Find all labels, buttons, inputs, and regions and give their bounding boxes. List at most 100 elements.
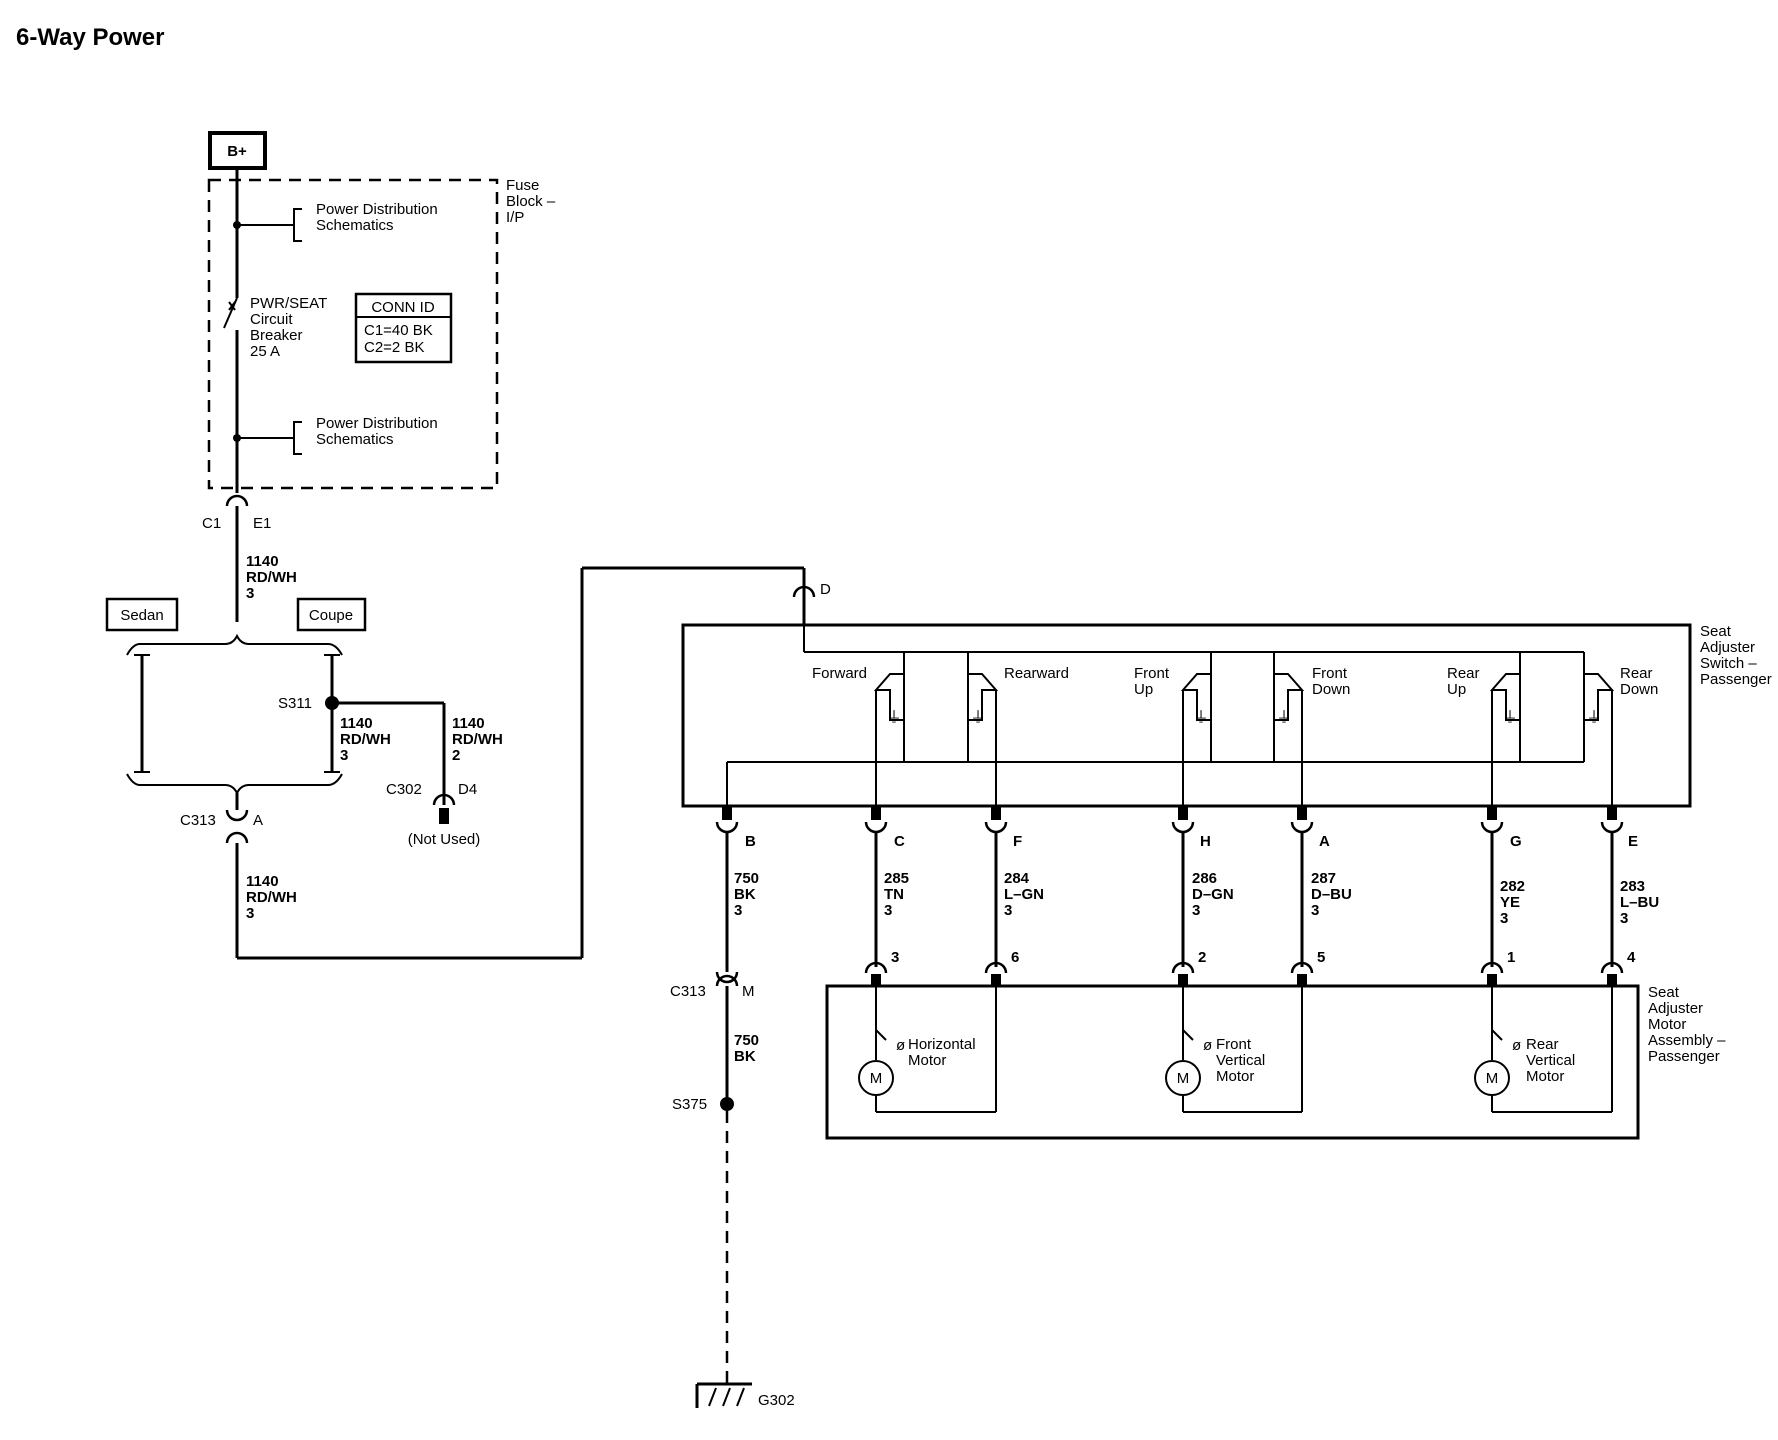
- switch-pin-c-label: C: [894, 833, 905, 850]
- seat-adjuster-motor-box: [825, 984, 1640, 1140]
- ground-symbol: [695, 1382, 752, 1408]
- fuse-block-outline: [207, 178, 499, 490]
- power-distribution-ref-bottom: Power Distribution Schematics: [316, 415, 442, 448]
- connector-c313-m-top: [715, 971, 739, 984]
- svg-text:⏚: ⏚: [970, 709, 985, 726]
- rear-vertical-motor-label: Rear Vertical Motor: [1526, 1036, 1579, 1085]
- switch-pin-a-label: A: [1319, 833, 1330, 850]
- switch-pin-h-connector: [1171, 806, 1195, 834]
- svg-text:⏚: ⏚: [1586, 709, 1601, 726]
- option-sedan-box: Sedan: [105, 597, 179, 632]
- seat-adjuster-switch-label: Seat Adjuster Switch – Passenger: [1700, 623, 1772, 688]
- option-coupe-box: Coupe: [296, 597, 367, 632]
- seat-adjuster-motor-label: Seat Adjuster Motor Assembly – Passenger: [1648, 984, 1730, 1065]
- switch-label-forward: Forward: [812, 665, 867, 682]
- svg-text:ø: ø: [896, 1037, 905, 1054]
- splice-s311-label: S311: [278, 695, 312, 712]
- wire-750-label: 750 BK 3: [734, 870, 763, 919]
- switch-connector-d: [792, 585, 816, 598]
- switch-pin-g-label: G: [1510, 833, 1522, 850]
- connector-c313-label: C313: [180, 812, 216, 829]
- switch-contact-front-up: ⏚: [1180, 652, 1212, 762]
- motor-pin-6-label: 6: [1011, 949, 1019, 966]
- switch-label-rearward: Rearward: [1004, 665, 1069, 682]
- svg-text:M: M: [1177, 1070, 1190, 1087]
- wire-s311-a-label: 1140 RD/WH 3: [340, 715, 395, 764]
- switch-label-rear-up: Rear Up: [1447, 665, 1484, 698]
- switch-label-rear-down: Rear Down: [1620, 665, 1658, 698]
- c302-not-used-note: (Not Used): [408, 831, 481, 848]
- connector-d4-label: D4: [458, 781, 477, 798]
- switch-label-front-up: Front Up: [1134, 665, 1173, 698]
- horizontal-motor-label: Horizontal Motor: [908, 1036, 980, 1069]
- front-vertical-motor: ø M: [1165, 986, 1303, 1113]
- switch-pin-a-connector: [1290, 806, 1314, 834]
- switch-contact-rearward: ⏚: [967, 652, 999, 762]
- splice-s375: [720, 1097, 734, 1111]
- wire-750-lower-label: 750 BK: [734, 1032, 763, 1065]
- motor-pin-4-label: 4: [1627, 949, 1636, 966]
- wire-1140-label: 1140 RD/WH 3: [246, 553, 301, 602]
- wire-286-label: 286 D–GN 3: [1192, 870, 1238, 919]
- motor-pin-2-label: 2: [1198, 949, 1206, 966]
- switch-pin-b-label: B: [745, 833, 756, 850]
- motor-pin-connectors: [864, 961, 1624, 986]
- switch-pin-e-connector: [1600, 806, 1624, 834]
- motor-pin-5-label: 5: [1317, 949, 1325, 966]
- connector-c313-m-label: C313: [670, 983, 706, 1000]
- switch-contact-front-down: ⏚: [1273, 652, 1305, 762]
- ground-g302-label: G302: [758, 1392, 795, 1409]
- switch-label-front-down: Front Down: [1312, 665, 1351, 698]
- page-title: 6-Way Power: [16, 24, 165, 51]
- connector-c313-m: [715, 974, 739, 987]
- rear-vertical-motor: ø M: [1474, 986, 1613, 1113]
- switch-pin-h-label: H: [1200, 833, 1211, 850]
- switch-pin-c-connector: [864, 806, 888, 834]
- svg-text:M: M: [870, 1070, 883, 1087]
- switch-pin-g-connector: [1480, 806, 1504, 834]
- fuse-block-label: Fuse Block – I/P: [506, 177, 559, 226]
- svg-text:ø: ø: [1512, 1037, 1521, 1054]
- wire-284-label: 284 L–GN 3: [1004, 870, 1048, 919]
- wire-285-label: 285 TN 3: [884, 870, 913, 919]
- switch-contact-forward: ⏚: [873, 652, 905, 762]
- svg-text:CONN ID: CONN ID: [371, 299, 435, 316]
- svg-text:C1=40 BK: C1=40 BK: [364, 322, 433, 339]
- wire-s311-b-label: 1140 RD/WH 2: [452, 715, 507, 764]
- front-vertical-motor-label: Front Vertical Motor: [1216, 1036, 1269, 1085]
- svg-text:B+: B+: [227, 143, 247, 160]
- switch-contact-rear-down: ⏚: [1583, 652, 1615, 806]
- splice-s375-label: S375: [672, 1096, 707, 1113]
- connector-c1-label: C1: [202, 515, 221, 532]
- connector-m-label: M: [742, 983, 755, 1000]
- connector-a-label: A: [253, 812, 263, 829]
- conn-id-table: CONN ID C1=40 BK C2=2 BK: [354, 292, 453, 364]
- motor-pin-1-label: 1: [1507, 949, 1515, 966]
- connector-e1-label: E1: [253, 515, 271, 532]
- connector-c302-label: C302: [386, 781, 422, 798]
- svg-text:⏚: ⏚: [886, 709, 901, 726]
- power-distribution-ref-top: Power Distribution Schematics: [316, 201, 442, 234]
- svg-text:M: M: [1486, 1070, 1499, 1087]
- switch-pin-f-connector: [984, 806, 1008, 834]
- connector-c1-e1: [225, 494, 249, 507]
- svg-text:⏚: ⏚: [1193, 709, 1208, 726]
- switch-contact-rear-up: ⏚: [1489, 652, 1521, 762]
- svg-text:C2=2 BK: C2=2 BK: [364, 339, 424, 356]
- circuit-breaker-symbol: [223, 297, 238, 329]
- switch-pin-e-label: E: [1628, 833, 1638, 850]
- horizontal-motor: ø M: [858, 986, 997, 1113]
- circuit-breaker-label: PWR/SEAT Circuit Breaker 25 A: [250, 295, 331, 360]
- svg-text:Coupe: Coupe: [309, 607, 353, 624]
- svg-text:ø: ø: [1203, 1037, 1212, 1054]
- wire-283-label: 283 L–BU 3: [1620, 878, 1663, 927]
- svg-text:Sedan: Sedan: [120, 607, 163, 624]
- power-source-b-plus: B+: [208, 131, 267, 170]
- wire-287-label: 287 D–BU 3: [1311, 870, 1356, 919]
- switch-connector-d-label: D: [820, 581, 831, 598]
- wire-282-label: 282 YE 3: [1500, 878, 1529, 927]
- svg-text:⏚: ⏚: [1502, 709, 1517, 726]
- wire-1140-lower-label: 1140 RD/WH 3: [246, 873, 301, 922]
- connector-c313-a: [225, 831, 249, 844]
